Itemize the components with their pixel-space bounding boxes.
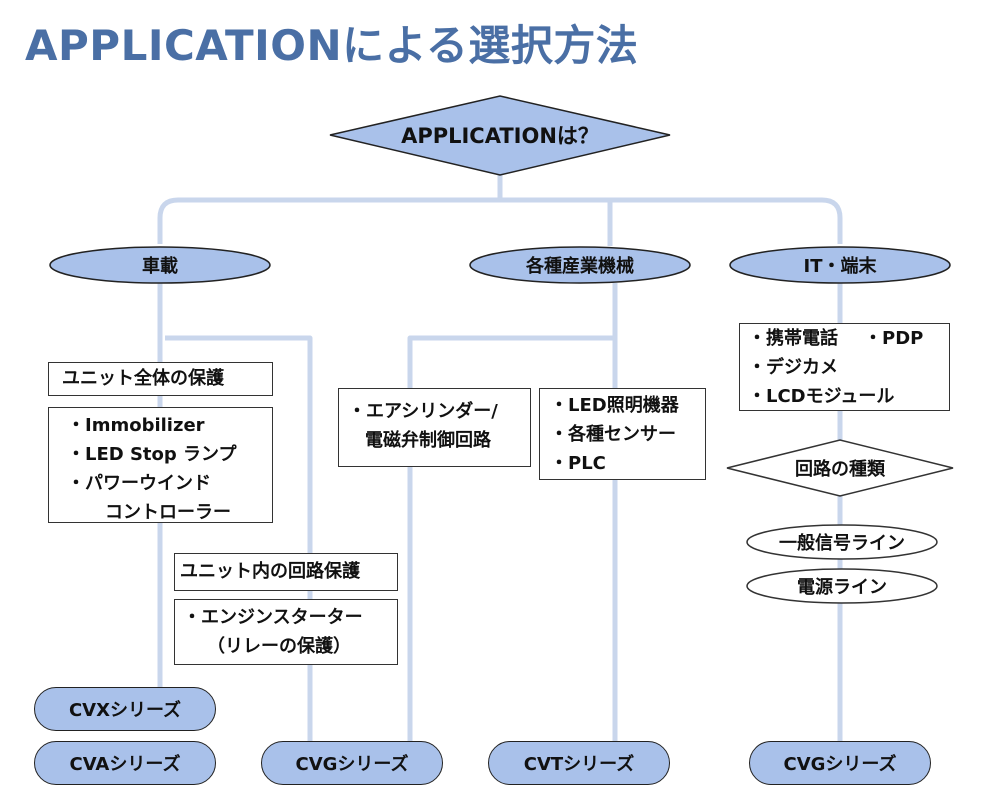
series-cvx: CVXシリーズ — [34, 687, 216, 731]
series-cvt: CVTシリーズ — [488, 741, 670, 785]
root-decision-node — [329, 95, 671, 176]
inner-protection-label: ユニット内の回路保護 — [180, 561, 360, 582]
inner-protection-examples: ・エンジンスターター （リレーの保護） — [174, 599, 398, 665]
category-label-industrial: 各種産業機械 — [525, 255, 634, 277]
example-engine-starter: ・エンジンスターター — [183, 607, 363, 628]
category-label-automotive: 車載 — [142, 255, 178, 277]
signal-line-label: 一般信号ライン — [779, 532, 905, 554]
it-row-1: ・携帯電話 ・PDP — [748, 324, 949, 353]
category-label-it: IT・端末 — [804, 255, 878, 277]
connector-auto-branch — [165, 335, 313, 744]
example-air-cylinder: ・エアシリンダー/ — [348, 401, 498, 422]
example-power-window: ・パワーウインド — [67, 473, 211, 494]
example-sensors: ・各種センサー — [550, 424, 676, 445]
example-lcd-module: ・LCDモジュール — [748, 386, 895, 407]
example-controller: コントローラー — [105, 502, 231, 523]
page-title: APPLICATIONによる選択方法 — [25, 21, 639, 70]
connector-industrial-branch — [407, 335, 615, 744]
example-digital-camera: ・デジカメ — [748, 357, 838, 378]
example-led-lighting: ・LED照明機器 — [550, 395, 679, 416]
signal-line-node — [746, 524, 938, 560]
power-line-label: 電源ライン — [797, 576, 887, 598]
category-node-it — [729, 246, 951, 284]
root-decision-label: APPLICATIONは？ — [401, 124, 599, 148]
category-node-industrial — [469, 246, 691, 284]
unit-protection-label: ユニット全体の保護 — [62, 368, 224, 389]
example-mobile-phone: ・携帯電話 — [748, 328, 838, 349]
example-pdp: ・PDP — [864, 328, 924, 349]
series-cva: CVAシリーズ — [34, 741, 216, 785]
circuit-type-node — [726, 439, 954, 497]
series-cvg-it: CVGシリーズ — [749, 741, 931, 785]
unit-protection-header: ユニット全体の保護 — [48, 362, 273, 396]
connector-horizontal-bus — [157, 197, 843, 244]
industrial-examples-right: ・LED照明機器 ・各種センサー ・PLC — [539, 388, 706, 480]
inner-protection-header: ユニット内の回路保護 — [174, 553, 398, 591]
series-cvg-automotive: CVGシリーズ — [261, 741, 443, 785]
it-examples: ・携帯電話 ・PDP ・デジカメ ・LCDモジュール — [739, 323, 950, 411]
example-immobilizer: ・Immobilizer — [67, 415, 205, 436]
category-node-automotive — [49, 246, 271, 284]
unit-protection-examples: ・Immobilizer ・LED Stop ランプ ・パワーウインド コントロ… — [48, 407, 273, 523]
example-solenoid-circuit: 電磁弁制御回路 — [365, 430, 491, 451]
power-line-node — [746, 568, 938, 604]
example-led-stop-lamp: ・LED Stop ランプ — [67, 444, 237, 465]
industrial-examples-left: ・エアシリンダー/ 電磁弁制御回路 — [338, 388, 531, 467]
example-relay-protection: （リレーの保護） — [207, 636, 351, 657]
example-plc: ・PLC — [550, 453, 606, 474]
circuit-type-label: 回路の種類 — [795, 458, 886, 480]
